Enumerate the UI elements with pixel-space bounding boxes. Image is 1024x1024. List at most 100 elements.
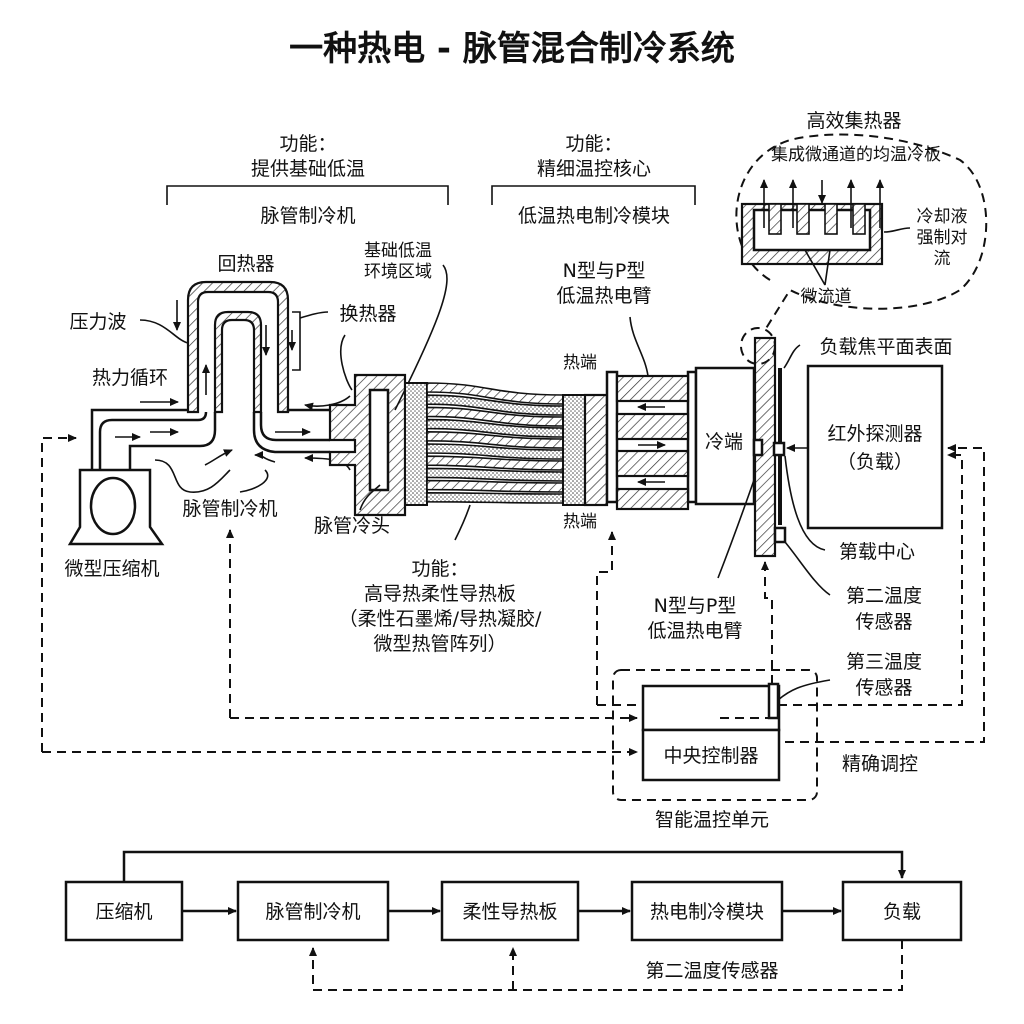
central-controller-box: [641, 728, 781, 782]
regenerator-outer: [186, 280, 290, 414]
plate-interface-left: [404, 382, 428, 506]
pressure-wave-leader: [139, 319, 189, 344]
focal-plane-leader: [783, 344, 801, 369]
te-function-desc: 精细温控核心: [537, 158, 651, 180]
heat-collector-subtitle: 集成微通道的均温冷板: [771, 145, 941, 165]
coolant-label-1: 冷却液: [917, 207, 968, 227]
flow-node-label: 压缩机: [95, 901, 152, 923]
flow-node-label: 负载: [883, 901, 921, 923]
second-sensor-label-2: 传感器: [855, 611, 912, 633]
thermo-cycle-label: 热力循环: [92, 367, 168, 389]
plate-interface-right: [562, 394, 586, 506]
flex-layer: [426, 479, 564, 493]
flow-feedback-label: 第二温度传感器: [645, 960, 778, 982]
base-zone-label-2: 环境区域: [364, 262, 432, 282]
cold-head-leader: [359, 484, 381, 511]
te-section-name: 低温热电制冷模块: [518, 205, 670, 227]
second-sensor-leader: [784, 541, 831, 596]
hot-end-bottom-label: 热端: [563, 512, 597, 532]
load-center-marker: [772, 441, 786, 457]
piping: [90, 408, 330, 470]
compressor-motor: [89, 476, 137, 536]
third-sensor-leader: [777, 679, 831, 701]
cold-end-label: 冷端: [705, 431, 743, 453]
flex-function-label: 功能：: [411, 558, 468, 580]
load-assembly: [740, 327, 944, 558]
flex-desc-2: （柔性石墨烯/导热凝胶/: [339, 608, 542, 630]
flex-leader: [454, 504, 471, 541]
third-sensor-label-2: 传感器: [855, 677, 912, 699]
channel-fins: [768, 203, 866, 235]
base-zone-label-1: 基础低温: [364, 241, 432, 261]
heat-exchanger-bracket: [292, 311, 301, 371]
flow-arrow: [204, 449, 233, 466]
pulse-tube-cold-head: [328, 373, 407, 517]
precise-control-label: 精确调控: [842, 753, 918, 775]
cold-head-cavity: [368, 388, 390, 492]
coolant-label-3: 流: [934, 249, 951, 269]
pressure-wave-label: 压力波: [69, 311, 126, 333]
np-arm-top-label-2: 低温热电臂: [556, 285, 651, 307]
heat-exchanger-leader-2: [340, 334, 353, 391]
micro-compressor-label: 微型压缩机: [64, 558, 159, 580]
te-hot-control-line: [596, 531, 616, 705]
load-center-label: 第载中心: [839, 541, 915, 563]
control-unit-boundary: [612, 669, 818, 801]
pulse-function-desc: 提供基础低温: [251, 158, 365, 180]
detector-feedback-line-1: [778, 451, 963, 706]
coolant-label-2: 强制对: [917, 228, 968, 248]
third-sensor-label-1: 第三温度: [846, 651, 922, 673]
np-arm-bottom-label-1: N型与P型: [654, 595, 737, 617]
control-lines: [41, 434, 985, 756]
regenerator-inner: [213, 310, 263, 414]
base-zone-leader: [394, 264, 448, 411]
flex-desc-3: 微型热管阵列）: [373, 633, 506, 655]
np-arm-top-label-1: N型与P型: [563, 260, 646, 282]
flex-desc-1: 高导热柔性导热板: [364, 583, 516, 605]
np-arm-bottom-leader: [717, 479, 755, 579]
pulse-tube-label: 脉管制冷机: [182, 498, 277, 520]
flexible-thermal-plate: [404, 382, 609, 507]
flex-layer: [426, 491, 564, 504]
sensor-box: [641, 684, 781, 732]
flow-bypass-line: [122, 850, 906, 882]
micro-compressor: [67, 468, 165, 546]
second-sensor: [773, 526, 787, 544]
section-thermoelectric: 功能： 精细温控核心 低温热电制冷模块: [491, 133, 696, 227]
ir-detector-label-2: （负载）: [837, 451, 913, 473]
te-leg: [615, 449, 690, 478]
coolant-leader: [883, 227, 911, 233]
hot-side-plate: [583, 393, 609, 507]
smart-control-unit: [612, 669, 818, 801]
ir-detector-box: [806, 364, 944, 530]
bracket-pulse: [166, 185, 449, 205]
callout-circle: [740, 327, 776, 365]
compressor-control-line: [41, 434, 77, 752]
flex-layers: [426, 382, 564, 504]
te-leg: [615, 487, 690, 511]
flow-node: [64, 880, 184, 942]
flow-node-label: 脉管制冷机: [265, 901, 360, 923]
heat-exchanger-leader: [299, 311, 329, 319]
flow-arrow: [254, 451, 276, 463]
second-sensor-label-1: 第二温度: [846, 585, 922, 607]
third-sensor: [767, 682, 780, 720]
np-arm-top-leader: [629, 316, 649, 377]
flow-node-label: 柔性导热板: [462, 901, 557, 923]
pulse-label-leader-2: [239, 469, 269, 493]
te-contact-pad: [752, 438, 764, 457]
hot-end-plate: [605, 370, 619, 504]
heat-collector-title: 高效集热器: [806, 110, 901, 132]
flow-feedback-line: [309, 940, 903, 991]
flow-arrows: [760, 179, 884, 228]
focal-plane-label: 负载焦平面表面: [819, 336, 952, 358]
detector-feedback-line-2: [785, 444, 985, 743]
cold-head-label: 脉管冷头: [314, 515, 390, 537]
heat-collector-callout: 高效集热器 集成微通道的均温冷板 冷却液 强制对 流 微流道: [735, 110, 988, 331]
flow-node: [440, 880, 580, 942]
heat-exchanger-label: 换热器: [339, 303, 396, 325]
cold-head-body: [328, 373, 407, 517]
central-controller-label: 中央控制器: [663, 745, 758, 767]
np-arm-bottom-label-2: 低温热电臂: [647, 620, 742, 642]
